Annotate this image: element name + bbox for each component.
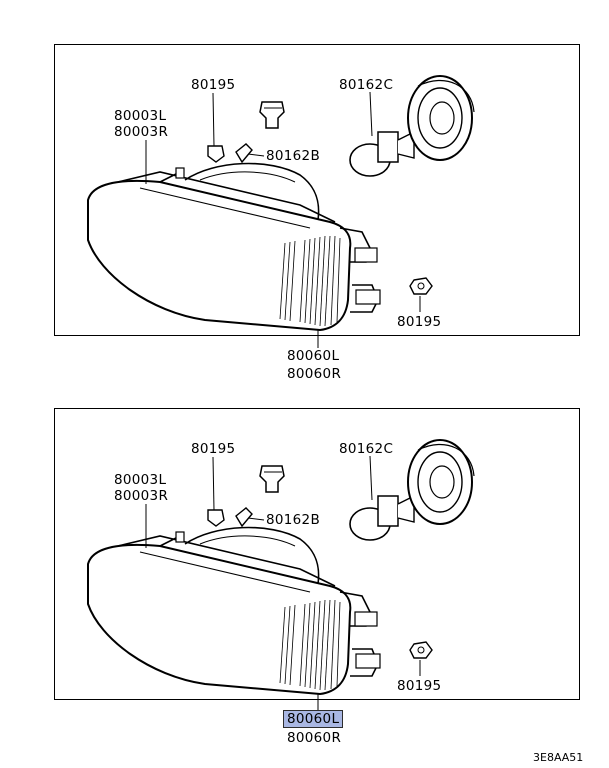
housing-label-r: 80003R: [114, 124, 169, 140]
housing-label-l: 80003L: [114, 108, 167, 124]
bulb-main-label: 80162C: [339, 77, 394, 93]
nut-side-label: 80195: [397, 314, 442, 330]
nut-side-label: 80195: [397, 678, 442, 694]
assembly-label-r: 80060R: [287, 730, 342, 746]
housing-label-l: 80003L: [114, 472, 167, 488]
top-diagram-frame: [54, 44, 580, 336]
screw-top-label: 80195: [191, 441, 236, 457]
bulb-main-label: 80162C: [339, 441, 394, 457]
assembly-label-l-highlighted[interactable]: 80060L: [283, 710, 344, 728]
bulb-small-label: 80162B: [266, 512, 321, 528]
diagram-code: 3E8AA51: [533, 751, 584, 764]
bottom-diagram-frame: [54, 408, 580, 700]
housing-label-r: 80003R: [114, 488, 169, 504]
bulb-small-label: 80162B: [266, 148, 321, 164]
screw-top-label: 80195: [191, 77, 236, 93]
assembly-label-l: 80060L: [287, 348, 340, 364]
assembly-label-r: 80060R: [287, 366, 342, 382]
